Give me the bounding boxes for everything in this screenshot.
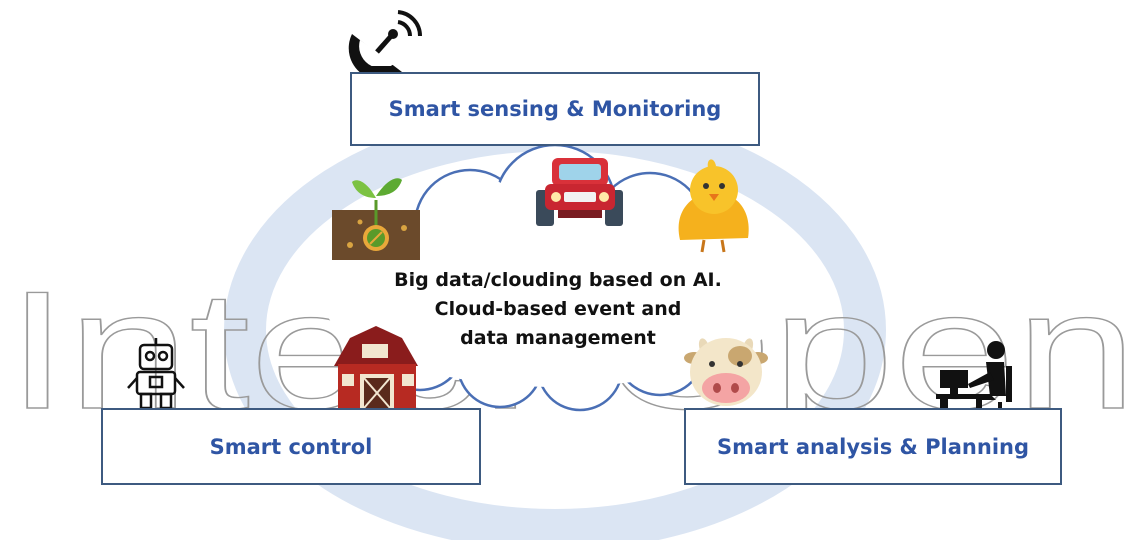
chick-icon: [678, 159, 749, 253]
seedling-icon: [332, 178, 420, 260]
smart-analysis-label: Smart analysis & Planning: [716, 434, 1030, 459]
cloud-text-line: data management: [460, 327, 656, 349]
cloud-text-line: Big data/clouding based on AI.: [394, 269, 722, 291]
robot-icon: [127, 338, 185, 410]
tractor-icon: [536, 158, 623, 226]
satellite-dish-icon: [348, 10, 423, 81]
cloud-center-text: Big data/clouding based on AI. Cloud-bas…: [368, 266, 748, 353]
barn-icon: [334, 326, 418, 409]
smart-analysis-box: Smart analysis & Planning: [684, 408, 1062, 485]
person-at-computer-icon: [936, 341, 1012, 409]
smart-control-box: Smart control: [101, 408, 481, 485]
smart-sensing-label: Smart sensing & Monitoring: [388, 97, 722, 121]
smart-control-label: Smart control: [209, 434, 373, 459]
cow-icon: [684, 338, 768, 406]
cloud-text-line: Cloud-based event and: [434, 298, 682, 320]
smart-sensing-box: Smart sensing & Monitoring: [350, 72, 760, 146]
